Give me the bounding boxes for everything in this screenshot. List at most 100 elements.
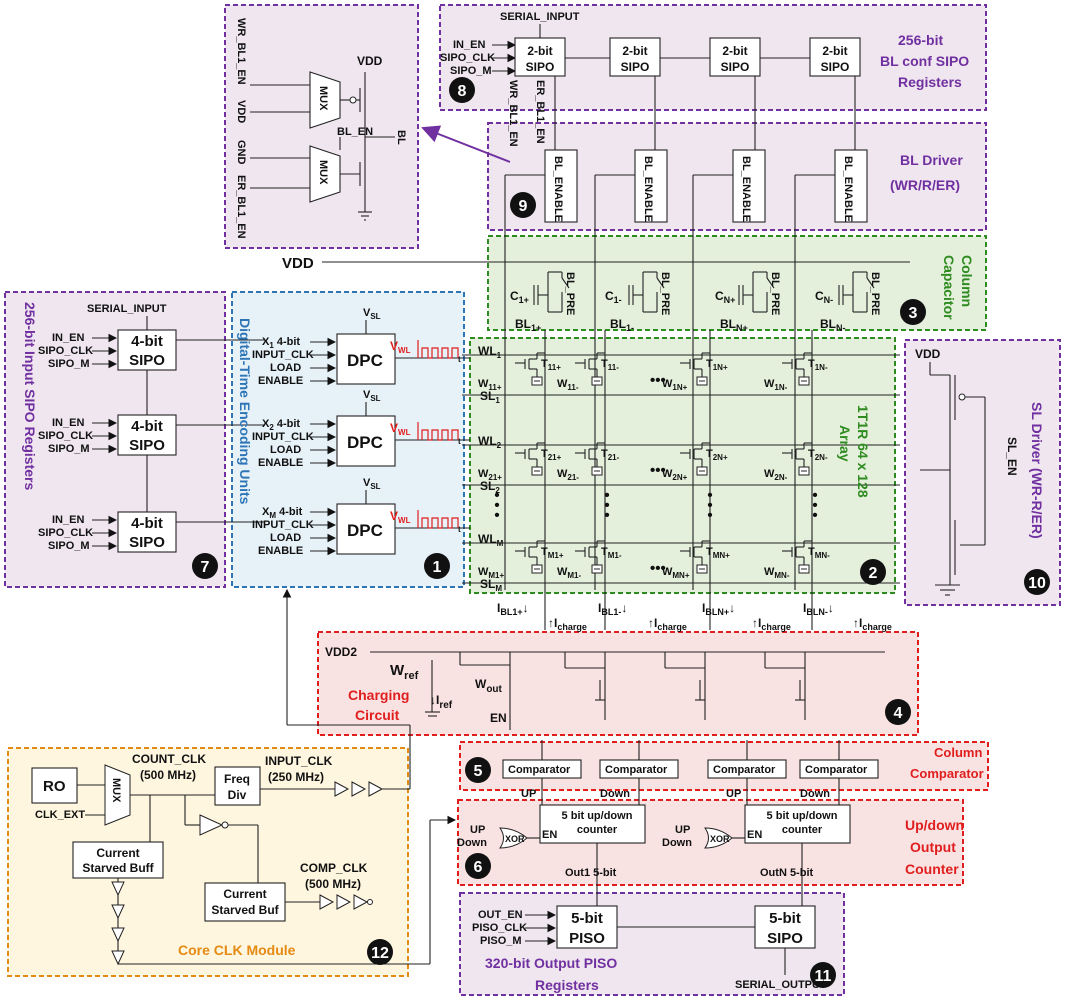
load-label: LOAD (270, 362, 301, 374)
pulse-train (417, 422, 459, 441)
xor-gate (704, 827, 733, 849)
clk-mux (104, 764, 131, 826)
sl-label: SL2 (480, 479, 500, 495)
comparator-out-label: UP (726, 788, 741, 800)
region-badge (367, 939, 393, 965)
ellipsis: ••• (650, 462, 666, 479)
region-badge (465, 853, 491, 879)
sl-vdd-label: VDD (915, 347, 941, 361)
bl-serial-input-label: SERIAL_INPUT (500, 11, 580, 23)
sl-driver-circuit: VDD SL_EN SL Driver (WR-R/ER) (915, 347, 1045, 596)
vdots: • (707, 487, 712, 504)
input-clk-label: INPUT_CLK (252, 349, 314, 361)
in-en-label: IN_EN (52, 417, 84, 429)
t-label: t (458, 355, 461, 364)
dpc-block (336, 503, 396, 555)
bl-enable-label: BL_ENABLE (642, 156, 654, 222)
freq-div-block (214, 766, 261, 806)
ibl-label: IBLN-↓ (803, 601, 834, 617)
comp-clk-label: COMP_CLK(500 MHz) (300, 861, 368, 891)
bl-detail-region (224, 4, 419, 249)
icharge-label: ↑Icharge (853, 616, 892, 632)
ibl-label: IBL1+↓ (497, 601, 529, 617)
column-cap-title-2: Capacitor (941, 255, 957, 320)
sipo5-block (754, 905, 816, 949)
input-serial-label: SERIAL_INPUT (87, 303, 167, 315)
sipo-clk-label: SIPO_CLK (38, 345, 93, 357)
xor-up-label: UP (470, 824, 485, 836)
x-input-label: X2 4-bit (262, 418, 300, 432)
array-region (469, 337, 896, 594)
wl-label: WL2 (478, 434, 502, 450)
bl-en-label: BL_EN (337, 126, 373, 138)
piso-m-label: PISO_M (480, 935, 522, 947)
sl-en-label: SL_EN (1005, 437, 1019, 476)
bl-enable-block (544, 149, 578, 223)
region-badge-number: 7 (201, 559, 210, 576)
bl-driver-title: BL Driver(WR/R/ER) (890, 152, 963, 193)
vdots: • (604, 487, 609, 504)
sipo-m-label: SIPO_M (48, 358, 90, 370)
t-label: t (458, 437, 461, 446)
mux-bottom-label: MUX (317, 160, 329, 185)
enable-label: ENABLE (258, 457, 303, 469)
bl-pre-label: BL_PRE (869, 272, 881, 315)
region-badge-number: 8 (458, 83, 467, 100)
vdots: • (812, 497, 817, 514)
er-bl1-en-label: ER_BL1_EN (235, 175, 247, 239)
vdots: • (494, 497, 499, 514)
vdots: • (812, 507, 817, 524)
dte-units: X1 4-bitINPUT_CLKLOADENABLEDPCVSLVWLtX2 … (252, 307, 470, 557)
region-badge (900, 299, 926, 325)
region-badge (465, 757, 491, 783)
mux-top (309, 71, 341, 129)
ro-block (31, 767, 78, 804)
t-label: t (458, 525, 461, 534)
vdots: • (812, 487, 817, 504)
icharge-label: ↑Icharge (752, 616, 791, 632)
xor-label: XOR (710, 834, 730, 844)
clk-ext-label: CLK_EXT (35, 809, 85, 821)
ellipsis: ••• (650, 560, 666, 577)
load-label: LOAD (270, 532, 301, 544)
sipo-m-label: SIPO_M (48, 540, 90, 552)
region-badge (424, 553, 450, 579)
comparator-label: Comparator (508, 764, 571, 776)
array-title-2: Array (837, 425, 853, 462)
xor-label: XOR (505, 834, 525, 844)
region-badge (449, 77, 475, 103)
sipo2-block (809, 37, 861, 77)
region-badge-number: 9 (519, 198, 528, 215)
region-badge (510, 192, 536, 218)
x-input-label: XM 4-bit (262, 506, 303, 520)
region-badge-number: 3 (909, 305, 918, 322)
dpc-label: DPC (347, 433, 383, 452)
charging-mirrors (564, 652, 806, 720)
column-cap-title: Column (959, 255, 975, 307)
region-badge (192, 553, 218, 579)
input-clk-label: INPUT_CLK (252, 519, 314, 531)
wr-bl1-en-label: WR_BL1_EN (235, 18, 247, 85)
load-label: LOAD (270, 444, 301, 456)
bl-pre-label: BL_PRE (659, 272, 671, 315)
bl-enable-label: BL_ENABLE (740, 156, 752, 222)
region-badge-number: 11 (815, 968, 832, 985)
sipo2-block (609, 37, 661, 77)
clk-title: Core CLK Module (178, 942, 296, 958)
dpc-label: DPC (347, 351, 383, 370)
dpc-block (336, 333, 396, 385)
sipo2-block (514, 37, 566, 77)
vdd-top-label: VDD (357, 54, 383, 68)
region-badge-number: 4 (894, 705, 903, 722)
bl-enable-block (834, 149, 868, 223)
clk-mux-label: MUX (110, 778, 122, 803)
